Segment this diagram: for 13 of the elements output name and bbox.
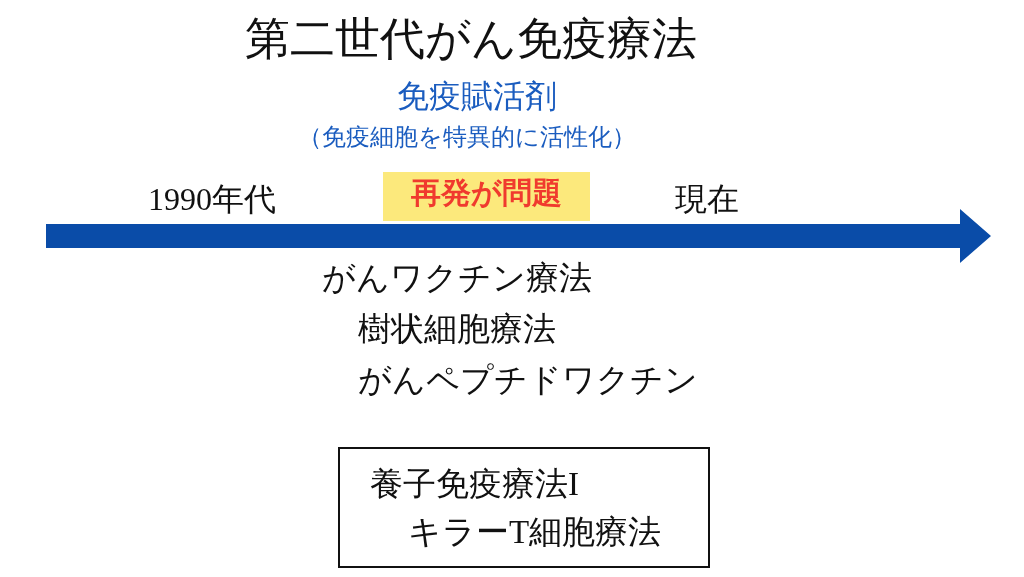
therapy-label: 樹状細胞療法 (358, 311, 556, 349)
therapy-label: がんペプチドワクチン (358, 362, 698, 400)
title: 第二世代がん免疫療法 (245, 14, 697, 66)
time-label: 現在 (675, 181, 739, 218)
therapy-label: 養子免疫療法I (370, 466, 579, 504)
time-label: 1990年代 (148, 181, 276, 218)
note-text: （免疫細胞を特異的に活性化） (298, 124, 636, 152)
therapy-label: がんワクチン療法 (322, 260, 592, 298)
warning-text: 再発が問題 (411, 176, 562, 211)
highlight-box (383, 172, 590, 221)
outlined-box (338, 447, 710, 568)
subtitle: 免疫賦活剤 (397, 78, 557, 115)
therapy-label: キラーT細胞療法 (408, 514, 662, 552)
